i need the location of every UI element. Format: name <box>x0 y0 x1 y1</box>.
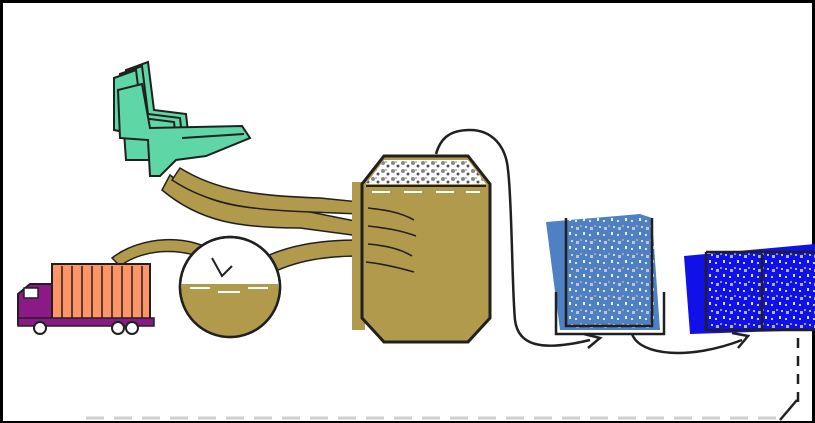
pipe-digester-to-settling <box>434 128 591 347</box>
settling-tank-icon <box>546 214 666 336</box>
tanker-truck-icon <box>17 263 155 335</box>
discharge-line <box>86 338 800 421</box>
filter-tank-icon <box>684 244 815 334</box>
receiving-pit-icon <box>178 235 282 339</box>
toilet-icon <box>113 60 252 177</box>
digester-tank-icon <box>352 154 492 344</box>
pipe-settling-to-filter <box>630 333 743 355</box>
